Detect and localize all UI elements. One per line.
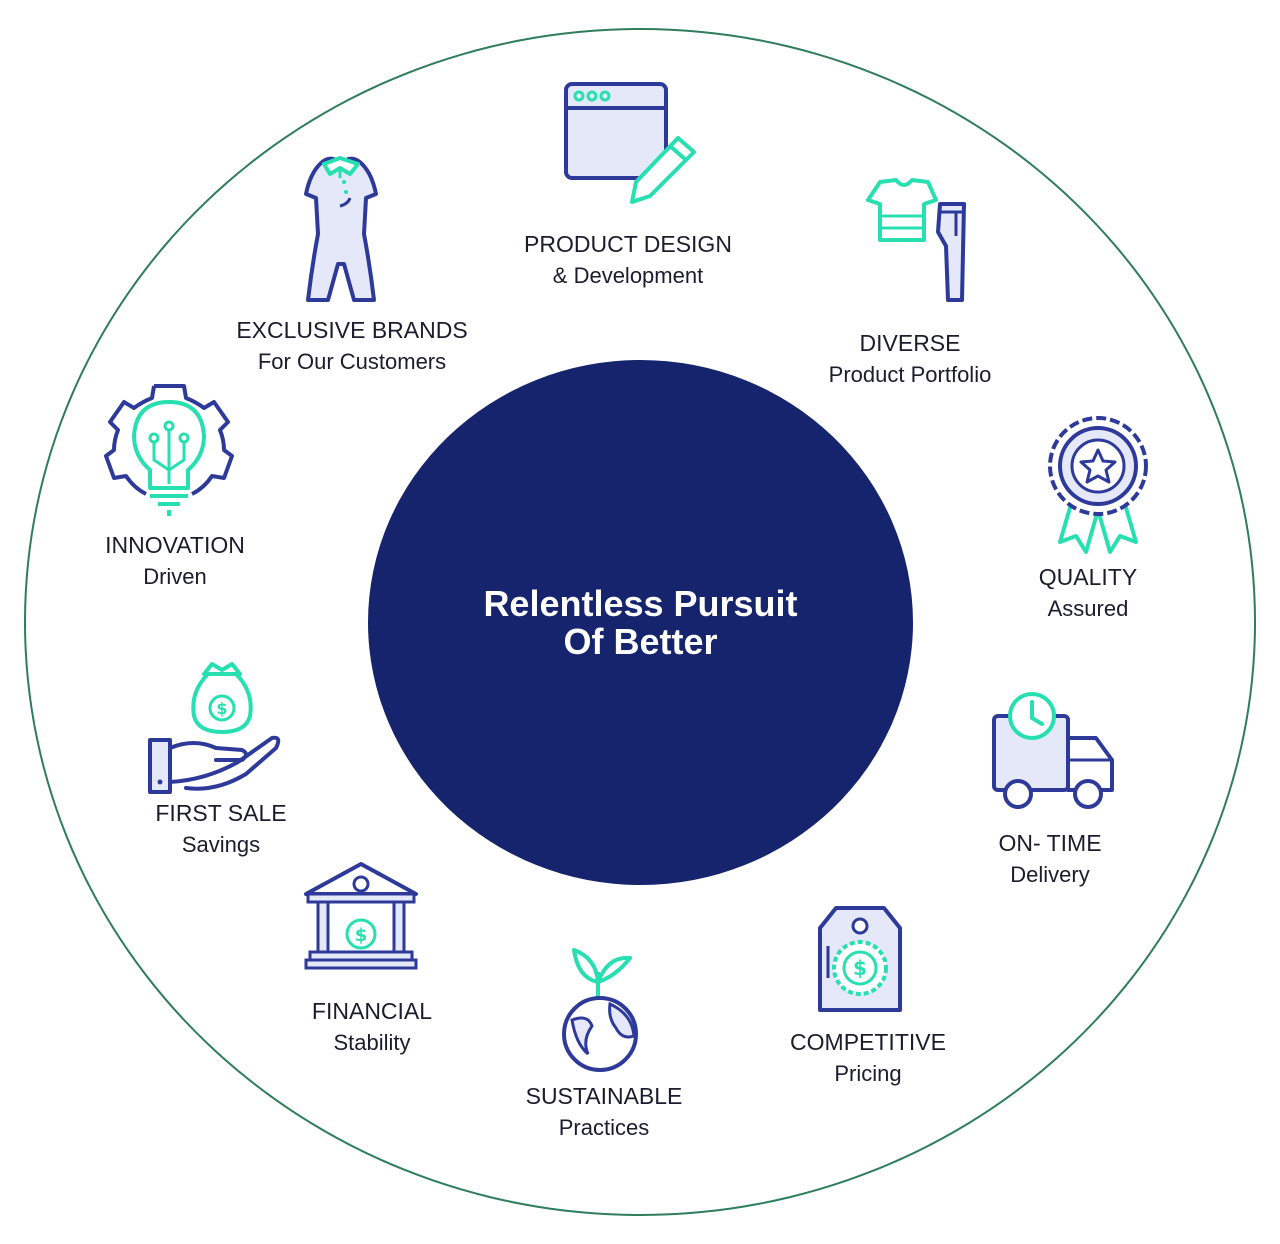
item-competitive: COMPETITIVE Pricing [790,1027,946,1089]
shirt-pants-icon [866,178,966,302]
item-diverse: DIVERSE Product Portfolio [829,328,992,390]
delivery-truck-clock-icon [992,692,1114,809]
item-subtitle: Stability [333,1030,411,1055]
item-financial: FINANCIAL Stability [312,996,432,1058]
item-quality: QUALITY Assured [1039,562,1137,624]
item-on-time: ON- TIME Delivery [998,828,1101,890]
lightbulb-gear-icon [104,384,234,516]
center-circle: Relentless Pursuit Of Better [368,360,913,885]
item-subtitle: Delivery [1010,862,1090,887]
hand-money-bag-icon: $ [148,662,281,794]
outer-ring [24,28,1256,1216]
svg-text:$: $ [216,699,227,718]
award-badge-icon [1048,416,1148,554]
browser-pencil-icon [564,82,696,204]
item-subtitle: Product Portfolio [828,362,992,387]
svg-text:$: $ [355,925,368,946]
item-title: FINANCIAL [311,998,433,1024]
item-title: DIVERSE [859,330,961,356]
item-product-design: PRODUCT DESIGN & Development [524,229,732,291]
price-tag-icon: $ [818,906,902,1012]
item-subtitle: Pricing [834,1061,902,1086]
center-title-line-1: Relentless Pursuit [483,582,798,624]
item-subtitle: For Our Customers [257,349,447,374]
center-title-line-2: Of Better [563,620,718,662]
item-innovation: INNOVATION Driven [105,530,245,592]
item-title: PRODUCT DESIGN [524,231,732,257]
item-title: FIRST SALE [155,800,287,826]
item-subtitle: Practices [558,1115,650,1140]
item-subtitle: & Development [552,263,704,288]
item-title: SUSTAINABLE [525,1083,683,1109]
item-first-sale: FIRST SALE Savings [155,798,286,860]
item-title: COMPETITIVE [790,1029,946,1055]
item-title: EXCLUSIVE BRANDS [236,317,468,343]
item-subtitle: Driven [143,564,207,589]
item-sustainable: SUSTAINABLE Practices [526,1081,683,1143]
item-title: ON- TIME [998,830,1102,856]
item-subtitle: Assured [1047,596,1129,621]
item-title: INNOVATION [105,532,245,558]
item-subtitle: Savings [181,832,261,857]
dress-icon [304,156,378,302]
item-title: QUALITY [1038,564,1138,590]
svg-text:$: $ [853,956,867,980]
item-exclusive-brands: EXCLUSIVE BRANDS For Our Customers [236,315,467,377]
bank-icon: $ [304,862,418,970]
globe-sprout-icon [562,948,638,1072]
